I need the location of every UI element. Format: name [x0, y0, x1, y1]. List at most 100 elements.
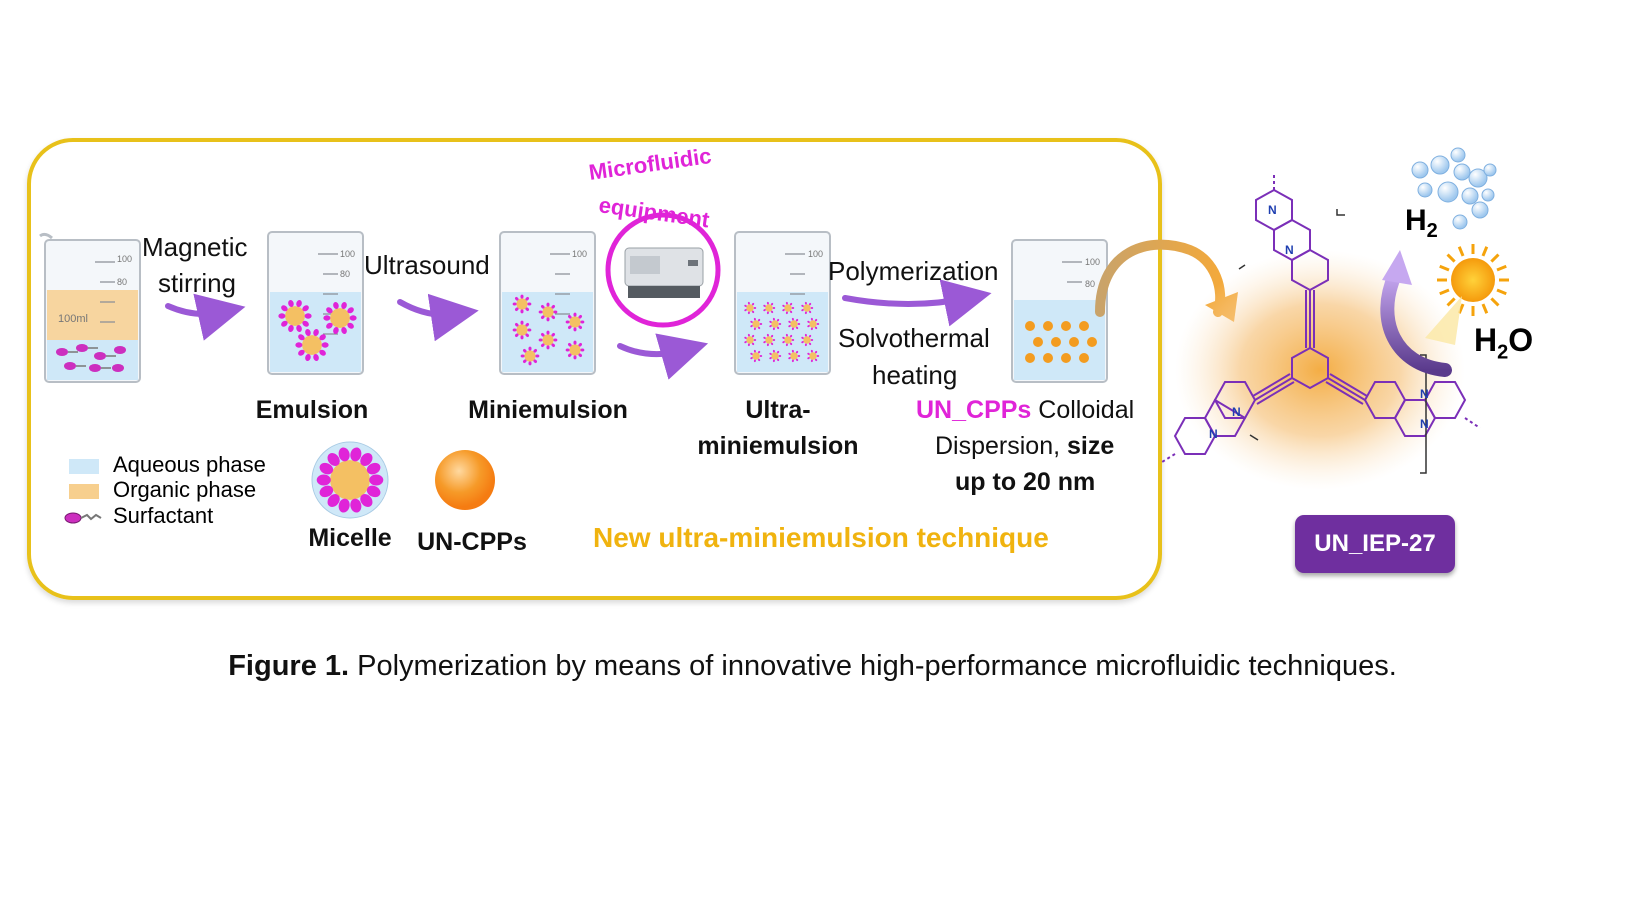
bubble	[1461, 187, 1479, 205]
beaker-volume: 100ml	[58, 313, 88, 325]
process-arrows	[165, 279, 992, 380]
step-solvothermal-1: Solvothermal	[838, 323, 990, 353]
colloid-dot	[1079, 321, 1089, 331]
micelle-group	[278, 294, 1097, 366]
colloid-dot	[1061, 353, 1071, 363]
colloid-dot	[1025, 353, 1035, 363]
legend-aqueous: Aqueous phase	[113, 452, 266, 477]
n-atom-6: N	[1420, 417, 1429, 431]
micelle	[512, 320, 532, 340]
bubble	[1437, 181, 1459, 203]
h2-subscript: 2	[1426, 220, 1438, 242]
micelle	[750, 317, 763, 331]
scale-100: 100	[117, 254, 132, 264]
bubble	[1417, 182, 1433, 198]
sun-ray	[1457, 246, 1465, 257]
sun-ray	[1446, 297, 1456, 307]
micelle	[744, 333, 757, 347]
molecule-structure	[1161, 175, 1481, 474]
micelle	[744, 301, 757, 315]
n-atom-4: N	[1232, 405, 1241, 419]
label-h2: H2	[1405, 204, 1438, 243]
micelle	[512, 294, 532, 314]
n-atom-5: N	[1420, 387, 1429, 401]
colloid-dot	[1079, 353, 1089, 363]
colloid-dot	[1061, 321, 1071, 331]
sun-ray	[1496, 288, 1507, 296]
micelle	[763, 333, 776, 347]
label-h2o: H2O	[1474, 322, 1533, 364]
caption-text: Polymerization by means of innovative hi…	[349, 650, 1397, 682]
bubble	[1481, 188, 1495, 202]
legend-uncpps-icon	[435, 450, 495, 510]
micelle	[788, 317, 801, 331]
colloid-dot	[1051, 337, 1061, 347]
n-atom-1: N	[1268, 203, 1277, 217]
technique-frame	[27, 138, 1162, 600]
aqueous-swatch	[69, 459, 99, 474]
scale-100d: 100	[808, 249, 823, 259]
h2o-letter-h: H	[1474, 322, 1498, 358]
arrow-polymerization	[842, 279, 992, 327]
size-word: size	[1067, 432, 1115, 460]
bubble	[1430, 155, 1450, 175]
h2o-subscript: 2	[1497, 341, 1509, 364]
colloid-dot	[1069, 337, 1079, 347]
micelle	[538, 330, 558, 350]
micelle	[538, 302, 558, 322]
micelle	[520, 346, 540, 366]
arrow-microfluidic	[617, 333, 709, 380]
scale-100b: 100	[340, 249, 355, 259]
dispersion-word: Dispersion,	[935, 432, 1067, 460]
h2o-letter-o: O	[1508, 322, 1534, 358]
surfactant-icon	[64, 512, 102, 524]
sun-ray	[1457, 303, 1465, 314]
beaker-initial	[39, 232, 141, 383]
colloid-dot	[1043, 321, 1053, 331]
sun-ray	[1481, 303, 1489, 314]
microfluidic-label-1: Microfluidic	[587, 143, 713, 185]
micelle	[278, 300, 312, 332]
water-splitting-arrow	[1380, 268, 1452, 377]
colloid-dot	[1025, 321, 1035, 331]
colloidal-word: Colloidal	[1031, 396, 1135, 424]
micelle	[565, 312, 585, 332]
micelle	[750, 349, 763, 363]
bubble	[1483, 163, 1497, 177]
micelle	[782, 333, 795, 347]
step-polymerization: Polymerization	[828, 256, 999, 286]
sun-ray	[1439, 288, 1450, 296]
arrow-stirring	[165, 293, 246, 341]
microfluidic-equipment	[605, 212, 721, 328]
scale-80e: 80	[1085, 279, 1095, 289]
micelle	[807, 317, 820, 331]
figure-caption: Figure 1. Polymerization by means of inn…	[228, 650, 1397, 683]
scale-100e: 100	[1085, 257, 1100, 267]
water-splitting-arrow-head	[1382, 250, 1412, 285]
sun-ray	[1490, 297, 1500, 307]
label-emulsion: Emulsion	[255, 396, 369, 424]
legend-uncpps: UN-CPPs	[417, 528, 527, 556]
scale-80b: 80	[340, 269, 350, 279]
n-atom-3: N	[1209, 427, 1218, 441]
micelle	[801, 333, 814, 347]
sun-ray	[1496, 264, 1507, 272]
micelle	[565, 340, 585, 360]
h2-letter: H	[1405, 204, 1427, 237]
beaker-scales	[95, 253, 1082, 335]
uncpps-name: UN_CPPs	[916, 396, 1032, 424]
step-ultrasound: Ultrasound	[364, 250, 490, 280]
sun-ray	[1446, 253, 1456, 263]
colloid-dot	[1043, 353, 1053, 363]
micelle	[769, 349, 782, 363]
technique-title: New ultra-miniemulsion technique	[593, 522, 1049, 553]
micelle	[769, 317, 782, 331]
label-colloidal-line3: up to 20 nm	[955, 468, 1096, 496]
step-solvothermal-2: heating	[872, 360, 958, 390]
sun-ray	[1439, 264, 1450, 272]
scale-100c: 100	[572, 249, 587, 259]
scale-80: 80	[117, 277, 127, 287]
sun-icon	[1425, 244, 1509, 345]
bubble	[1450, 147, 1466, 163]
